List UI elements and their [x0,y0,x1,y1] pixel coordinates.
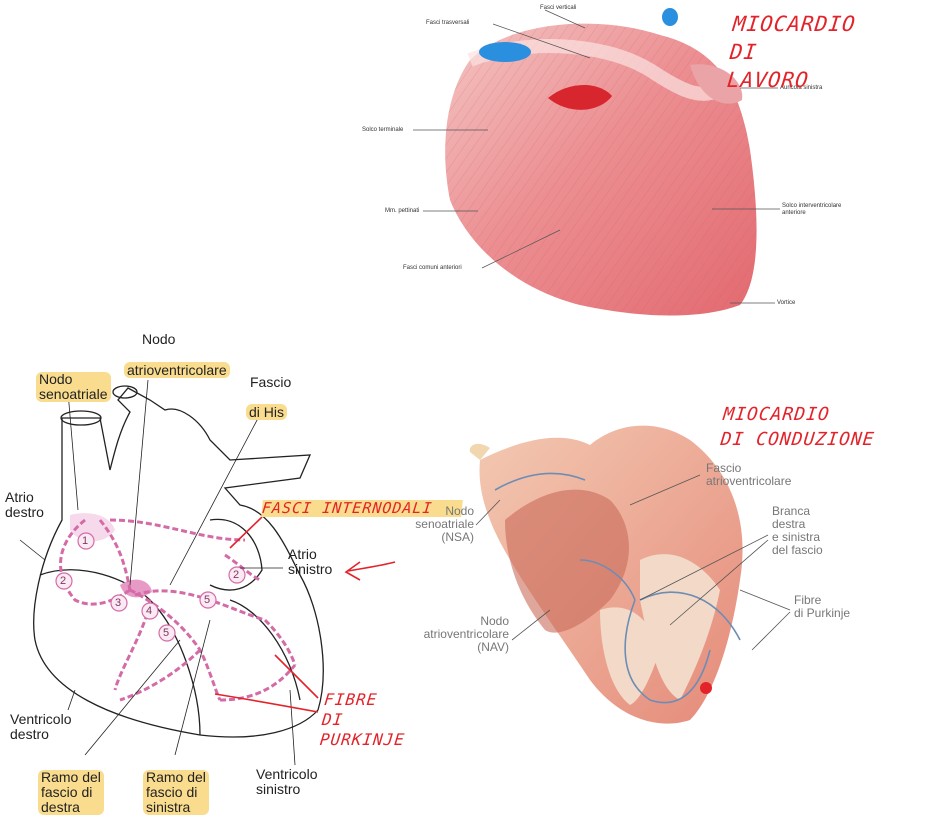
node-number-5b: 5 [163,627,170,639]
node-number-2b: 2 [233,569,240,581]
annotation-miocardio-lavoro: MIOCARDIO DI LAVORO [725,12,858,92]
right-conduction-lines [494,472,741,704]
node-number-1: 1 [82,535,89,547]
node-number-3: 3 [115,597,122,609]
label-nodo-av-bottom: atrioventricolare [124,348,230,378]
label-ventricolo-sinistro: Ventricolo sinistro [256,766,318,797]
label-fascio-his-top: Fascio [250,374,292,390]
left-diagram-leaders [19,379,296,766]
node-number-2: 2 [60,575,67,587]
label-fascio-atrioventricolare: Fascio atrioventricolare [706,461,792,488]
label-atrio-destro: Atrio destro [5,489,44,520]
label-ventricolo-destro: Ventricolo destro [10,711,72,742]
red-dot [700,682,712,694]
label-auricola-sinistra: Auricola sinistra [780,85,823,91]
working-myocardium-heart [445,8,757,316]
label-ramo-destra: Ramo del fascio di destra [38,755,104,815]
annotation-fibre-purkinje: FIBRE DI PURKINJE [318,690,407,749]
label-vortice: Vortice [777,300,796,306]
node-circles [55,532,246,642]
label-nodo-av-right: Nodo atrioventricolare (NAV) [423,614,509,654]
hand-ink-strokes [214,516,396,713]
left-auricle [690,64,743,104]
label-nodo-senoatriale: Nodo senoatriale [36,357,111,402]
right-diagram-leaders [475,474,791,651]
label-fasci-trasversali: Fasci trasversali [426,20,470,26]
sa-av-node-areas [70,513,152,598]
node-number-5a: 5 [204,594,211,606]
node-number-4: 4 [146,605,153,617]
label-fasci-comuni-anteriori: Fasci comuni anteriori [403,265,462,271]
vessel-right-blue [662,8,678,26]
aorta-red [548,85,612,110]
conduction-myocardium-heart [469,425,743,724]
vessel-left-blue [479,42,531,62]
label-mm-pettinati: Mm. pettinati [385,208,420,214]
label-atrio-sinistro: Atrio sinistro [288,546,333,577]
label-nodo-av-top: Nodo [142,331,176,347]
label-ramo-sinistra: Ramo del fascio di sinistra [143,755,209,815]
label-fibre-purkinje-right: Fibre di Purkinje [794,593,851,620]
label-solco-terminale: Solco terminale [362,127,404,133]
annotation-miocardio-conduzione: MIOCARDIO DI CONDUZIONE [719,404,876,450]
conduction-pathways [59,518,297,702]
label-solco-interventricolare: Solco interventricolare anteriore [782,203,842,216]
conduction-heart-outline [33,385,324,738]
label-nodo-senoatriale-right: Nodo senoatriale (NSA) [415,504,474,544]
top-heart-leaders [413,9,780,304]
label-fasci-verticali: Fasci verticali [540,5,577,11]
label-branca: Branca destra e sinistra del fascio [772,504,823,557]
label-fascio-his-bottom: di His [246,390,288,420]
